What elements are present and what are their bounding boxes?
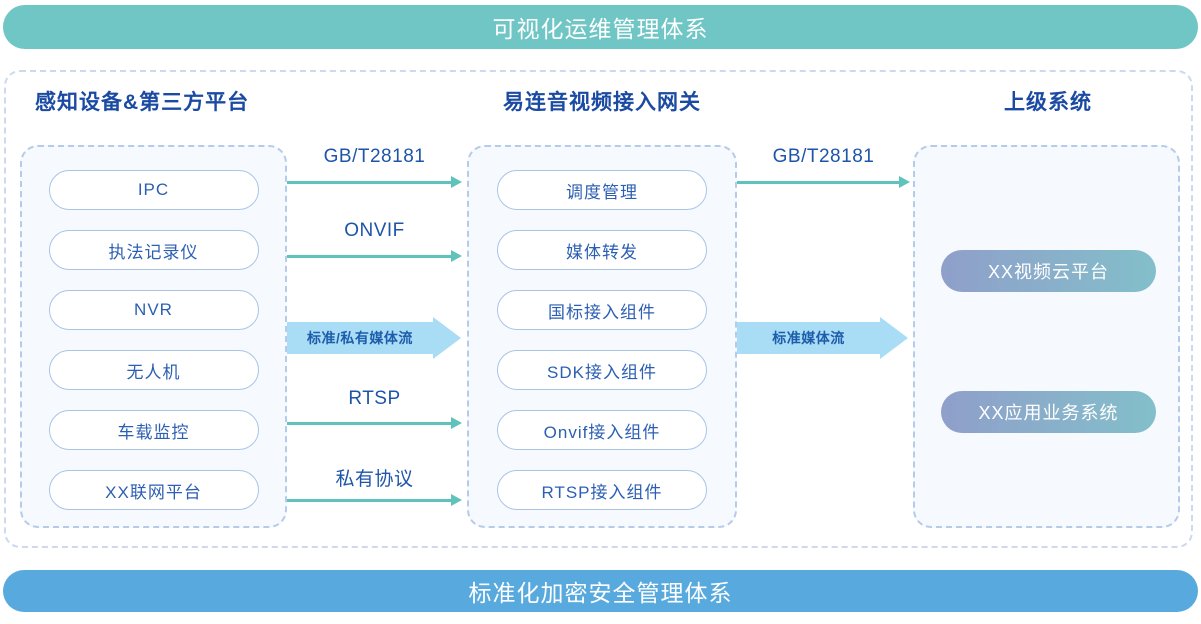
flow-block-label: 标准/私有媒体流	[307, 330, 413, 346]
flow-label-rtsp: RTSP	[348, 388, 401, 409]
top-banner-label: 可视化运维管理体系	[492, 16, 709, 42]
flow-arrow-rtsp	[287, 417, 462, 429]
node-xx-video-cloud: XX视频云平台	[941, 250, 1156, 292]
devices-list: IPC 执法记录仪 NVR 无人机 车载监控 XX联网平台	[22, 147, 285, 526]
flow-arrow-gbt28181-right	[737, 176, 910, 188]
node-rtsp-access: RTSP接入组件	[497, 470, 707, 510]
node-gb-access: 国标接入组件	[497, 290, 707, 330]
panel-gateway: 调度管理 媒体转发 国标接入组件 SDK接入组件 Onvif接入组件 RTSP接…	[467, 145, 737, 528]
flow-arrow-private-protocol	[287, 494, 462, 506]
flow-arrow-onvif	[287, 250, 462, 262]
bottom-banner-label: 标准化加密安全管理体系	[468, 580, 733, 606]
node-body-camera: 执法记录仪	[48, 230, 259, 270]
bottom-banner: 标准化加密安全管理体系	[3, 570, 1198, 612]
column-header-devices: 感知设备&第三方平台	[35, 91, 250, 114]
flow-block-std-private-media-stream: 标准/私有媒体流	[287, 322, 433, 354]
node-dispatch-mgmt: 调度管理	[497, 170, 707, 210]
node-xx-app-business: XX应用业务系统	[941, 391, 1156, 433]
column-header-gateway: 易连音视频接入网关	[503, 91, 701, 114]
flow-label-onvif: ONVIF	[344, 220, 405, 241]
node-nvr: NVR	[48, 290, 259, 330]
flow-arrow-gbt28181-left	[287, 176, 462, 188]
node-vehicle-monitor: 车载监控	[48, 410, 259, 450]
node-ipc: IPC	[48, 170, 259, 210]
column-header-upper-systems: 上级系统	[1004, 91, 1092, 114]
panel-upper-systems: XX视频云平台 XX应用业务系统	[913, 145, 1180, 528]
panel-devices: IPC 执法记录仪 NVR 无人机 车载监控 XX联网平台	[20, 145, 287, 528]
flow-label-gbt28181-right: GB/T28181	[772, 146, 875, 167]
gateway-list: 调度管理 媒体转发 国标接入组件 SDK接入组件 Onvif接入组件 RTSP接…	[469, 147, 735, 526]
flow-label-private-protocol: 私有协议	[335, 469, 414, 490]
flow-block-label: 标准媒体流	[772, 330, 845, 346]
node-drone: 无人机	[48, 350, 259, 390]
flow-label-gbt28181-left: GB/T28181	[323, 146, 426, 167]
node-xx-network-platform: XX联网平台	[48, 470, 259, 510]
node-media-forward: 媒体转发	[497, 230, 707, 270]
node-onvif-access: Onvif接入组件	[497, 410, 707, 450]
node-sdk-access: SDK接入组件	[497, 350, 707, 390]
top-banner: 可视化运维管理体系	[3, 5, 1198, 49]
flow-block-std-media-stream: 标准媒体流	[737, 322, 880, 354]
